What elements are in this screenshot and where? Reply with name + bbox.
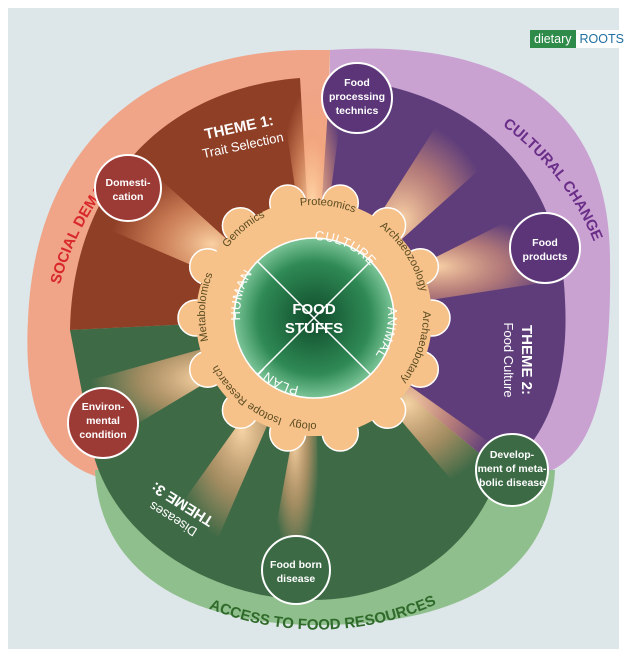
svg-text:cation: cation: [113, 191, 144, 203]
svg-text:bolic disease: bolic disease: [479, 477, 545, 489]
svg-text:disease: disease: [277, 573, 316, 585]
node-food-products: Food products: [509, 212, 581, 284]
svg-text:Food: Food: [532, 237, 558, 249]
center-label-line2: STUFFS: [285, 320, 343, 337]
node-food-processing: Food processing technics: [321, 62, 393, 134]
svg-text:Domesti-: Domesti-: [106, 177, 151, 189]
core-dividers: [256, 260, 372, 376]
node-food-born-disease: Food born disease: [261, 535, 331, 605]
svg-text:Environ-: Environ-: [82, 401, 125, 413]
dietary-roots-logo: dietary ROOTS: [530, 30, 627, 48]
svg-text:Food: Food: [344, 77, 370, 89]
node-metabolic-disease: Develop- ment of meta- bolic disease: [475, 433, 549, 507]
theme2-label: THEME 2: Food Culture: [501, 322, 535, 397]
center-label-line1: FOOD: [292, 301, 335, 318]
svg-text:mental: mental: [86, 415, 120, 427]
svg-text:Develop-: Develop-: [490, 449, 535, 461]
node-domestication: Domesti- cation: [94, 154, 162, 222]
theme2-title: THEME 2:: [518, 325, 535, 395]
svg-text:technics: technics: [336, 105, 379, 117]
logo-part2: ROOTS: [575, 30, 627, 48]
svg-text:processing: processing: [329, 91, 385, 103]
svg-text:condition: condition: [79, 429, 126, 441]
node-environmental: Environ- mental condition: [67, 387, 139, 459]
theme2-subtitle: Food Culture: [501, 322, 516, 397]
logo-part1: dietary: [530, 30, 576, 48]
svg-text:Food born: Food born: [270, 559, 322, 571]
svg-text:ment of meta-: ment of meta-: [478, 463, 547, 475]
svg-text:products: products: [523, 251, 568, 263]
